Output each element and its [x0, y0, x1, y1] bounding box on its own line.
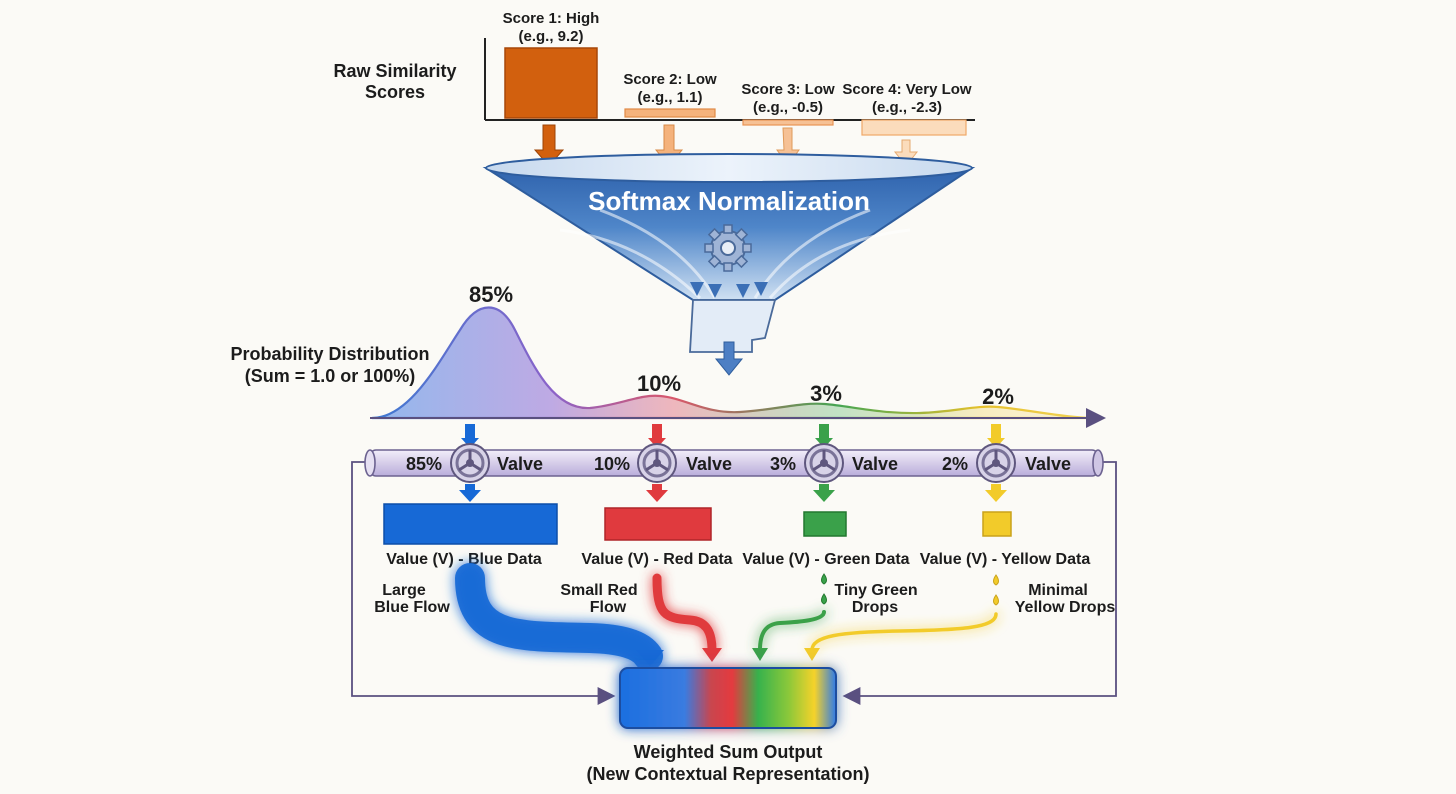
green-drop-icon-1 [821, 573, 827, 585]
scores-axis-label-line2: Scores [365, 82, 425, 102]
score-bar-1 [504, 47, 598, 119]
valve-icon-green[interactable] [804, 443, 844, 483]
output-title: Weighted Sum Output [634, 742, 823, 762]
output-block [619, 667, 837, 729]
valve-out-arrow-blue [459, 490, 481, 502]
score-label-3: Score 3: Low [741, 81, 835, 98]
valve-column-blue: 85% Valve Value (V) - Blue Data Large Bl… [374, 424, 558, 616]
score-example-3: (e.g., -0.5) [753, 99, 823, 116]
score-bar-4 [861, 119, 967, 136]
valve-column-yellow: 2% Valve Value (V) - Yellow Data Minimal… [920, 424, 1116, 616]
valve-label-1: Valve [497, 454, 543, 474]
yellow-drop-icon-2 [993, 594, 999, 606]
scores-axis-label-line1: Raw Similarity [333, 61, 456, 81]
valve-label-3: Valve [852, 454, 898, 474]
score-label-4: Score 4: Very Low [842, 81, 972, 98]
value-label-red: Value (V) - Red Data [581, 551, 732, 568]
score-example-1: (e.g., 9.2) [518, 28, 583, 45]
valve-out-arrow-green [813, 490, 835, 502]
value-label-yellow: Value (V) - Yellow Data [920, 551, 1091, 568]
valve-out-arrow-red [646, 490, 668, 502]
feedback-line-right [842, 461, 1117, 705]
funnel-converging-arrows [690, 282, 768, 298]
valve-percent-4: 2% [942, 454, 968, 474]
flow-label-green-1: Tiny Green [834, 582, 917, 599]
flow-red [652, 573, 717, 655]
distribution-label-line2: (Sum = 1.0 or 100%) [245, 366, 416, 386]
weighted-flows [455, 563, 998, 671]
feedback-lines [351, 461, 1117, 705]
pipe-end-right [1092, 449, 1104, 477]
yellow-drop-icon-1 [993, 574, 999, 586]
probability-distribution: Probability Distribution (Sum = 1.0 or 1… [230, 282, 1106, 428]
flow-label-yellow-1: Minimal [1028, 582, 1088, 599]
value-block-blue [383, 503, 558, 545]
funnel-title: Softmax Normalization [588, 186, 870, 216]
raw-scores-section: Raw Similarity Scores Score 1: High (e.g… [333, 10, 975, 167]
valve-column-red: 10% Valve Value (V) - Red Data Small Red… [560, 424, 733, 616]
flow-label-red-2: Flow [590, 599, 627, 616]
value-block-green [803, 511, 847, 537]
score-bar-2 [624, 108, 716, 118]
score-label-2: Score 2: Low [623, 71, 717, 88]
peak-label-1: 85% [469, 282, 513, 307]
feedback-line-left [351, 461, 616, 705]
score-example-4: (e.g., -2.3) [872, 99, 942, 116]
funnel-spout [689, 299, 777, 353]
score-label-1: Score 1: High [503, 10, 600, 27]
valve-label-2: Valve [686, 454, 732, 474]
valve-icon-yellow[interactable] [976, 443, 1016, 483]
flow-label-green-2: Drops [852, 599, 898, 616]
value-label-blue: Value (V) - Blue Data [386, 551, 542, 568]
valve-percent-3: 3% [770, 454, 796, 474]
weighted-sum-output: Weighted Sum Output (New Contextual Repr… [586, 667, 870, 784]
funnel-output-arrow [714, 341, 744, 376]
value-label-green: Value (V) - Green Data [742, 551, 909, 568]
score-example-2: (e.g., 1.1) [637, 89, 702, 106]
gear-icon [704, 224, 752, 272]
valve-icon-blue[interactable] [450, 443, 490, 483]
value-block-red [604, 507, 712, 541]
flow-label-red-1: Small Red [560, 582, 637, 599]
distribution-label-line1: Probability Distribution [230, 344, 429, 364]
flow-blue [455, 563, 663, 671]
peak-label-4: 2% [982, 384, 1014, 409]
drop-arrow-blue [465, 424, 475, 440]
flow-label-blue-1: Large [382, 582, 426, 599]
valve-column-green: 3% Valve Value (V) - Green Data Tiny Gre… [742, 424, 918, 616]
funnel-rim [485, 153, 973, 183]
valve-percent-1: 85% [406, 454, 442, 474]
flow-green [758, 610, 826, 652]
funnel-flow-lines [559, 208, 911, 300]
output-subtitle: (New Contextual Representation) [586, 764, 869, 784]
flow-label-blue-2: Blue Flow [374, 599, 450, 616]
flow-yellow [810, 612, 998, 652]
score-bar-3 [742, 119, 834, 126]
valve-out-arrow-yellow [985, 490, 1007, 502]
peak-label-3: 3% [810, 381, 842, 406]
valve-icon-red[interactable] [637, 443, 677, 483]
pipe-end-left [364, 449, 376, 477]
valve-percent-2: 10% [594, 454, 630, 474]
value-block-yellow [982, 511, 1012, 537]
flow-label-yellow-2: Yellow Drops [1015, 599, 1116, 616]
softmax-funnel: Softmax Normalization [482, 153, 976, 376]
distribution-curve [371, 306, 1091, 420]
green-drop-icon-2 [821, 593, 827, 605]
peak-label-2: 10% [637, 371, 681, 396]
valve-label-4: Valve [1025, 454, 1071, 474]
valve-pipe [364, 449, 1104, 477]
